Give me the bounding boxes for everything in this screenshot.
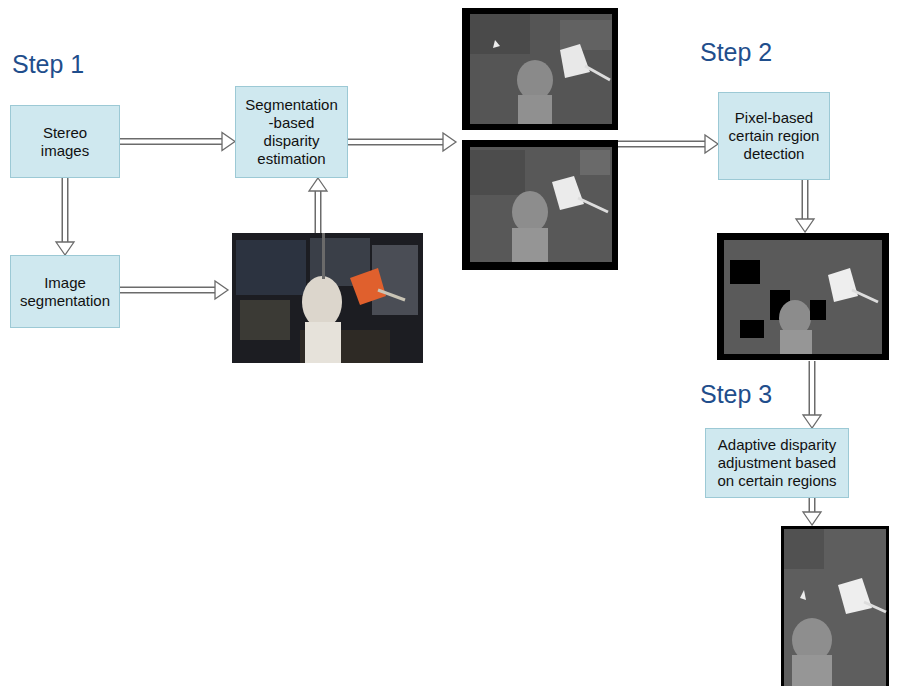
arrow-shaft: [810, 498, 814, 512]
box-text: Stereo images: [17, 124, 113, 160]
arrow-head: [215, 281, 228, 299]
flow-arrow: [618, 135, 718, 153]
arrow-head: [222, 133, 235, 151]
step-label: Step 2: [700, 38, 772, 67]
process-box: Stereo images: [10, 105, 120, 178]
arrow-shaft: [348, 139, 443, 146]
flow-arrow: [120, 281, 228, 299]
box-text: Pixel-based certain region detection: [725, 109, 823, 163]
arrow-shaft: [809, 361, 816, 415]
process-box: Adaptive disparity adjustment based on c…: [705, 428, 849, 498]
arrow-shaft: [348, 140, 443, 144]
flow-connector: [56, 178, 74, 255]
arrow-head: [443, 133, 456, 151]
arrow-head: [803, 512, 821, 525]
arrow-shaft: [315, 191, 322, 233]
arrow-head: [56, 242, 74, 255]
arrow-shaft: [120, 287, 215, 294]
flow-arrow: [309, 178, 327, 233]
process-box: Pixel-based certain region detection: [718, 92, 830, 180]
arrow-head: [309, 178, 327, 191]
final-disparity-map: [781, 526, 889, 686]
flow-connector: [120, 133, 235, 151]
flow-arrow: [803, 498, 821, 525]
arrow-shaft: [62, 178, 69, 242]
process-box: Image segmentation: [10, 255, 120, 328]
arrow-shaft: [618, 141, 705, 148]
arrow-shaft: [803, 180, 807, 219]
arrow-shaft: [120, 288, 215, 292]
arrow-shaft: [618, 142, 705, 146]
arrow-shaft: [120, 138, 222, 145]
step-label: Step 1: [12, 50, 84, 79]
arrow-head: [803, 415, 821, 428]
arrow-head: [705, 135, 718, 153]
arrow-shaft: [120, 140, 222, 144]
process-box: Segmentation -based disparity estimation: [235, 86, 348, 178]
segmented-image: [232, 233, 423, 363]
disparity-map: [462, 140, 618, 270]
flow-arrow: [803, 361, 821, 428]
arrow-shaft: [809, 498, 816, 512]
box-text: Adaptive disparity adjustment based on c…: [712, 436, 842, 490]
disparity-map: [462, 8, 618, 130]
certain-region-map: [717, 233, 889, 360]
box-text: Segmentation -based disparity estimation: [242, 96, 341, 168]
arrow-head: [796, 219, 814, 232]
box-text: Image segmentation: [17, 274, 113, 310]
flow-arrow: [348, 133, 456, 151]
arrow-shaft: [810, 361, 814, 415]
arrow-shaft: [802, 180, 809, 219]
arrow-shaft: [63, 178, 67, 242]
step-label: Step 3: [700, 380, 772, 409]
arrow-shaft: [316, 191, 320, 233]
flow-arrow: [796, 180, 814, 232]
